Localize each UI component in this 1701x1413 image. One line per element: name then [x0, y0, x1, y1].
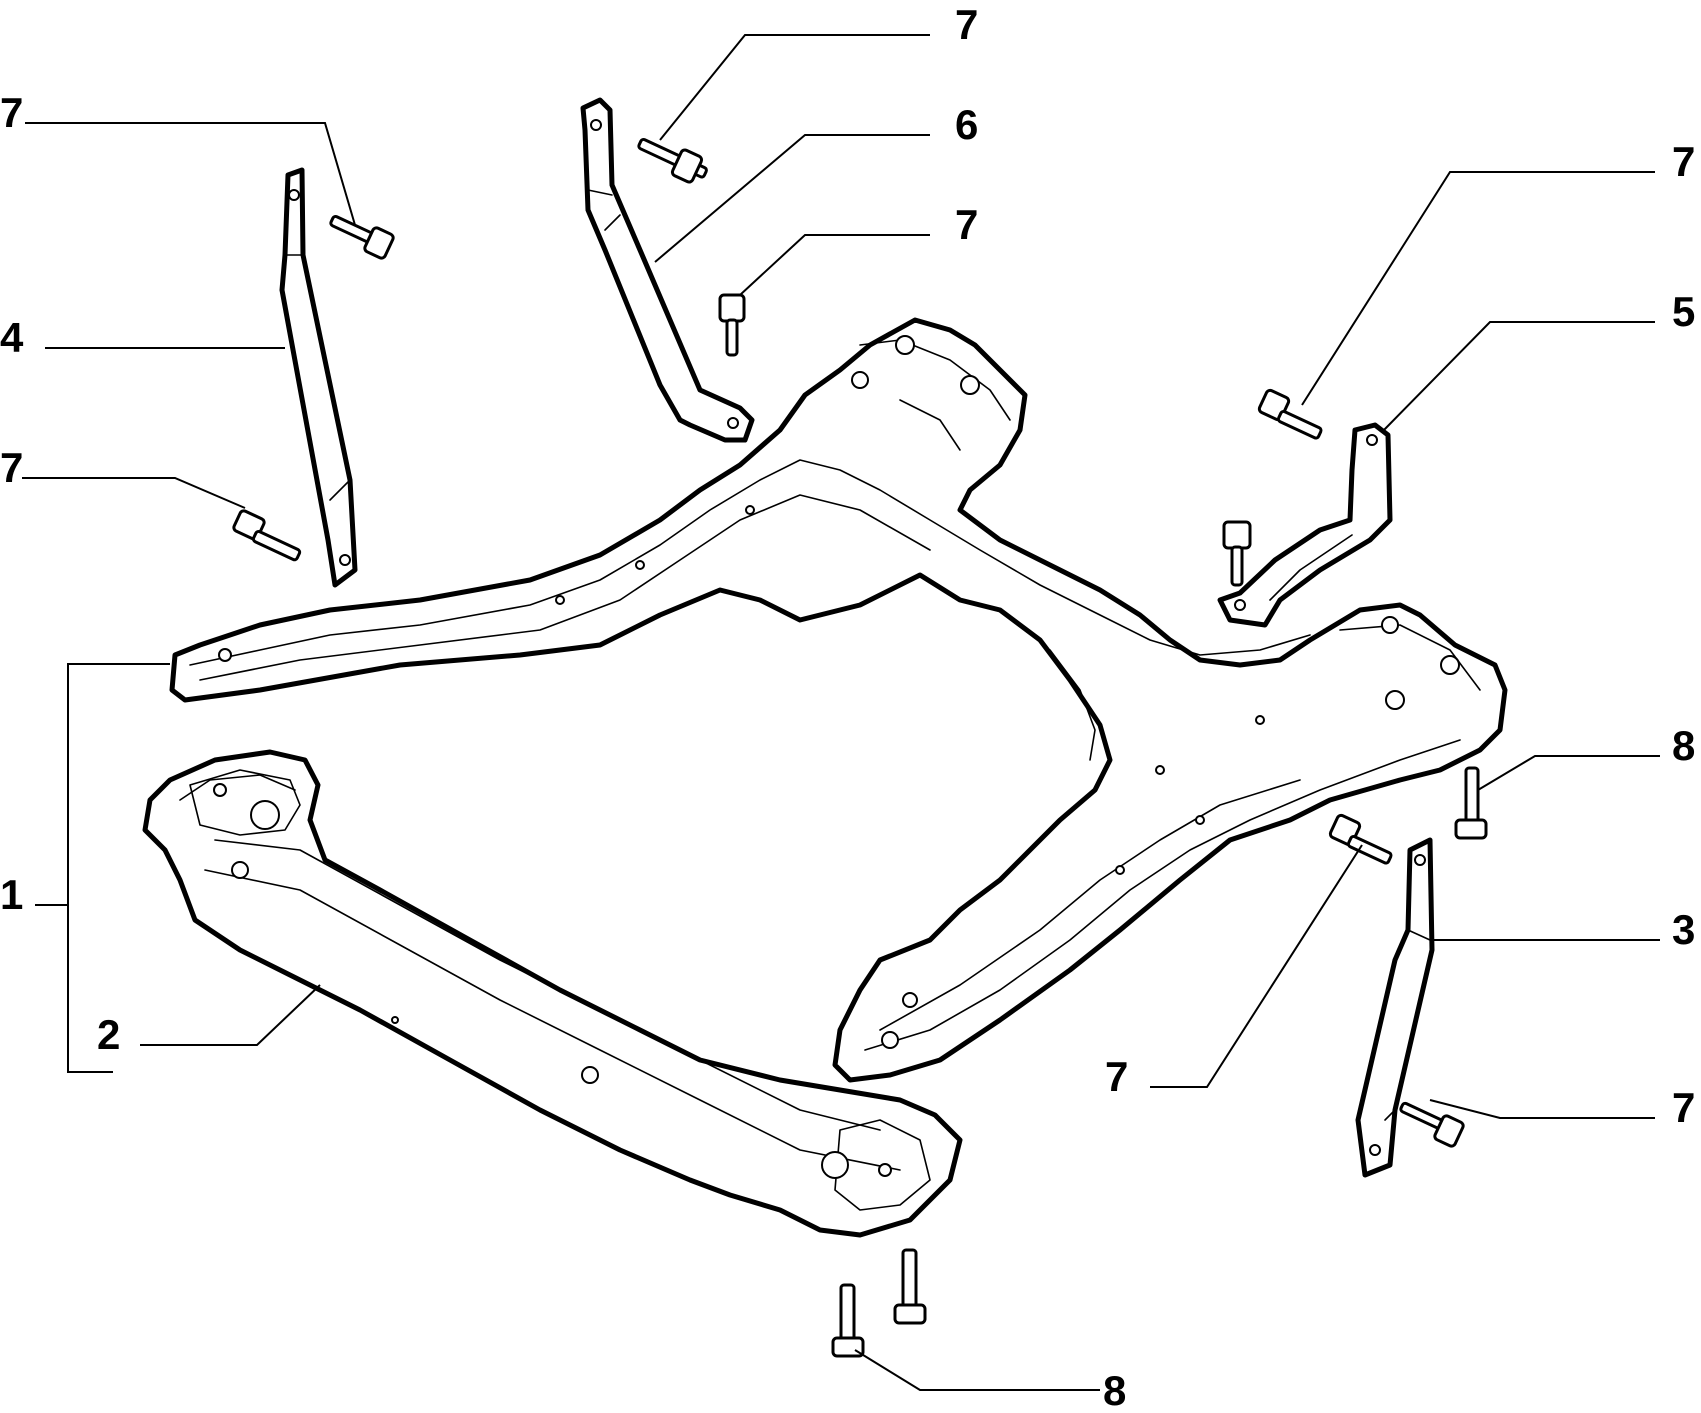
callout-2: 2 [97, 1011, 120, 1058]
bolt-8-right [1454, 766, 1488, 840]
leader-7-top-right [1301, 171, 1655, 406]
bracket-part-5 [1217, 422, 1393, 628]
leader-lines [22, 34, 1660, 1391]
callout-4: 4 [0, 314, 24, 361]
screw-7-center [718, 293, 746, 357]
callout-6: 6 [955, 101, 978, 148]
screw-7-right-center [1222, 520, 1252, 587]
callout-7-center: 7 [955, 201, 978, 248]
leader-7-lower-right [1429, 1099, 1655, 1119]
leader-2 [140, 984, 321, 1046]
screw-7-top-right [1257, 388, 1323, 440]
callout-7-top-center: 7 [955, 1, 978, 48]
leader-7-lower-center [1150, 844, 1363, 1088]
callout-7-lower-center: 7 [1105, 1053, 1128, 1100]
leader-7-mid-left [22, 477, 246, 509]
leader-6 [654, 134, 930, 263]
leader-1-bracket [67, 663, 170, 1073]
leader-8-bottom [854, 1349, 1100, 1391]
callout-5: 5 [1672, 288, 1695, 335]
strut-part-4 [279, 167, 358, 588]
screw-7-top-center [637, 137, 708, 184]
screw-7-lower-center [1328, 813, 1393, 865]
leader-5 [1381, 321, 1655, 433]
screw-7-top-left [329, 214, 395, 260]
strut-part-3 [1355, 837, 1435, 1178]
bolt-8-bottom [831, 1283, 865, 1358]
screw-7-lower-right [1399, 1101, 1465, 1148]
callout-8-right: 8 [1672, 722, 1695, 769]
bracket-part-6 [580, 97, 755, 443]
callout-7-lower-right: 7 [1672, 1084, 1695, 1131]
screw-7-mid-left [232, 509, 302, 562]
front-crossmember-part-2 [142, 749, 963, 1238]
callout-8-bottom: 8 [1103, 1367, 1126, 1413]
leader-7-center [739, 234, 930, 296]
callout-1: 1 [0, 871, 23, 918]
callout-7-top-left: 7 [0, 89, 23, 136]
leader-7-top-center [659, 34, 930, 141]
leader-7-top-left [25, 122, 356, 226]
leader-8-right [1477, 755, 1660, 791]
subframe-part-1 [169, 317, 1508, 1083]
callout-7-top-right: 7 [1672, 138, 1695, 185]
callout-7-mid-left: 7 [0, 444, 23, 491]
callout-3: 3 [1672, 906, 1695, 953]
bolt-7-bottom-center [893, 1248, 927, 1325]
